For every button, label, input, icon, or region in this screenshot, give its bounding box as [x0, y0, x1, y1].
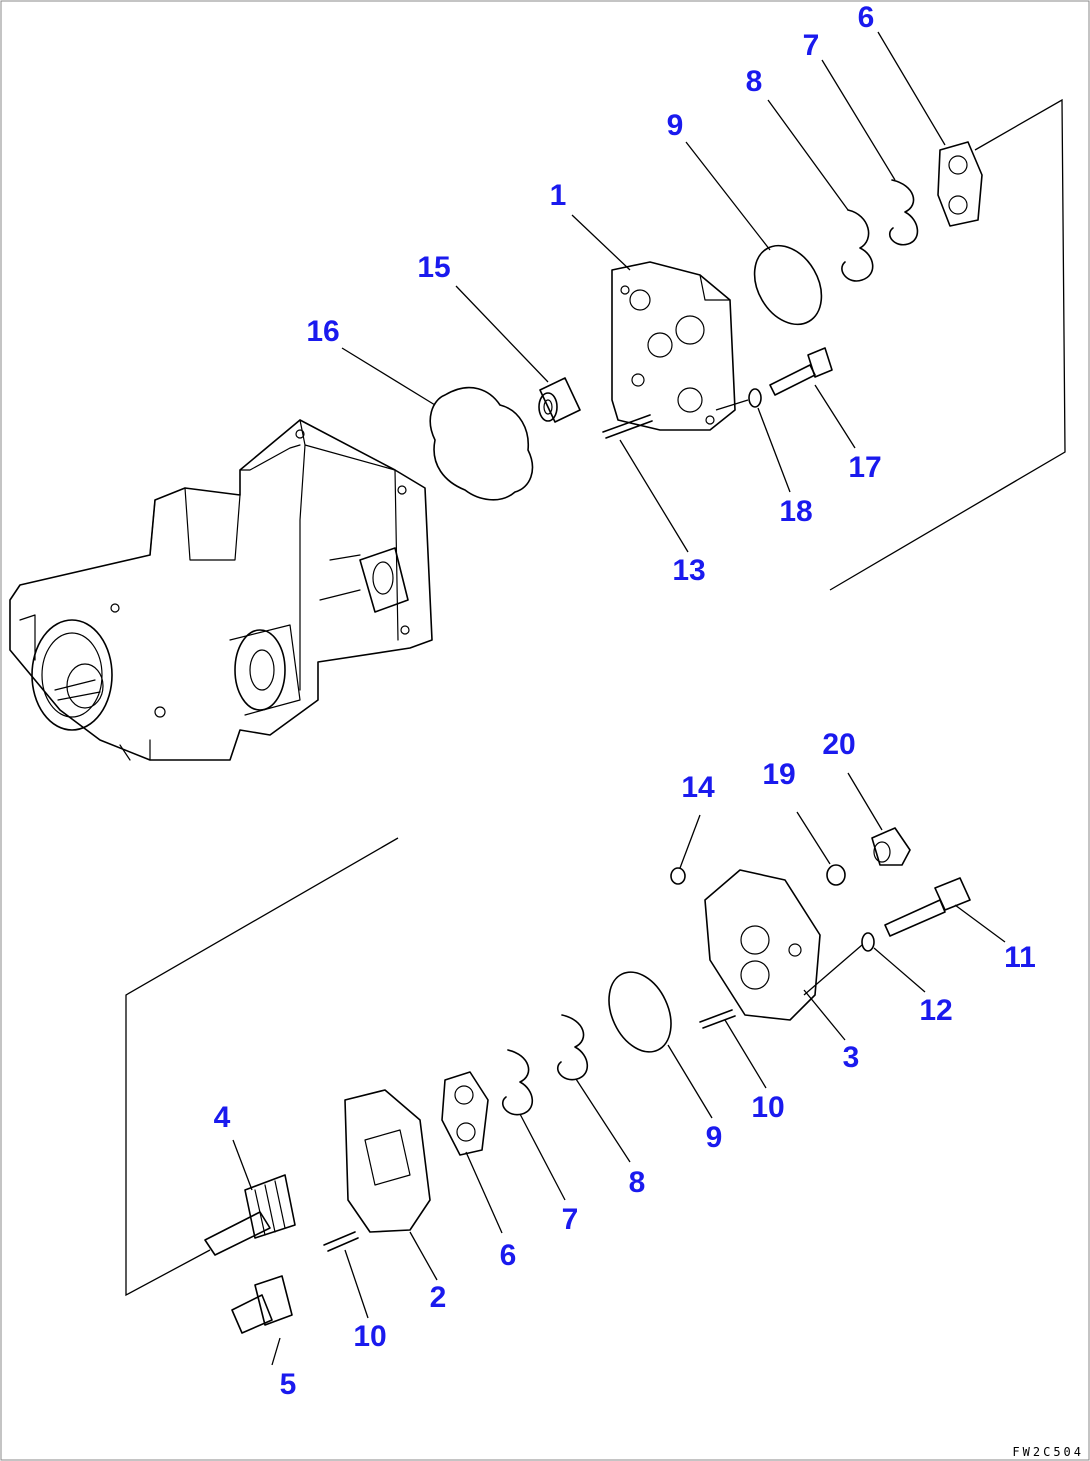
part-8-clip-lower — [556, 1014, 589, 1081]
part-9-oring-upper — [753, 244, 823, 326]
part-7-clip-lower — [501, 1049, 534, 1116]
callout-14: 14 — [681, 771, 715, 804]
callout-3: 3 — [842, 1041, 860, 1074]
part-20-plug — [826, 864, 846, 886]
callout-8-upper: 8 — [745, 65, 763, 98]
part-11-bolt — [884, 877, 971, 937]
callout-11: 11 — [1004, 941, 1036, 974]
callout-20: 19 — [762, 758, 796, 791]
callout-18: 18 — [779, 495, 813, 528]
part-6-plate-upper — [937, 141, 983, 227]
part-13-pin — [602, 414, 653, 439]
part-1-cover — [611, 261, 736, 431]
callout-4: 4 — [213, 1101, 231, 1134]
part-19-elbow — [871, 827, 911, 866]
part-18-washer — [748, 388, 762, 408]
callout-9-upper: 9 — [666, 109, 684, 142]
part-10-pin-lower-right — [699, 1009, 736, 1029]
part-15-bushing — [538, 377, 581, 423]
alignment-line-upper — [829, 98, 1066, 591]
pump-body-drawing — [9, 419, 433, 761]
figure-code: FW2C504 — [1012, 1445, 1084, 1459]
callout-7-upper: 7 — [802, 29, 820, 62]
callout-10-lower-left: 10 — [353, 1320, 387, 1353]
callout-8-lower: 8 — [628, 1166, 646, 1199]
callout-10-lower-right: 10 — [751, 1091, 785, 1124]
part-5-gear — [231, 1275, 293, 1334]
part-4-gear-shaft — [204, 1174, 296, 1256]
part-3-cover — [704, 869, 821, 1021]
leader-lines — [232, 31, 1006, 1366]
callout-19: 20 — [822, 728, 856, 761]
part-9-oring-lower — [608, 971, 672, 1053]
part-16-gasket — [429, 386, 534, 501]
part-8-clip-upper — [841, 209, 874, 282]
callout-7-lower: 7 — [561, 1203, 579, 1236]
callout-1: 1 — [549, 179, 567, 212]
alignment-line-lower — [125, 837, 399, 1297]
callout-2: 2 — [429, 1281, 447, 1314]
callout-5: 5 — [279, 1368, 297, 1401]
callout-9-lower: 9 — [705, 1121, 723, 1154]
callout-13: 13 — [672, 554, 706, 587]
callout-16: 16 — [306, 315, 340, 348]
callout-15: 15 — [417, 251, 451, 284]
part-7-clip-upper — [888, 179, 919, 246]
part-2-body — [344, 1089, 431, 1233]
part-10-pin-lower-left — [323, 1231, 359, 1252]
part-14-pin — [670, 867, 686, 885]
callout-6-lower: 6 — [499, 1239, 517, 1272]
callout-17: 17 — [848, 451, 882, 484]
part-6-plate-lower — [441, 1071, 489, 1156]
part-12-washer — [861, 932, 875, 952]
callout-12: 12 — [919, 994, 953, 1027]
part-17-bolt — [769, 347, 833, 396]
callout-6-upper: 6 — [857, 1, 875, 34]
